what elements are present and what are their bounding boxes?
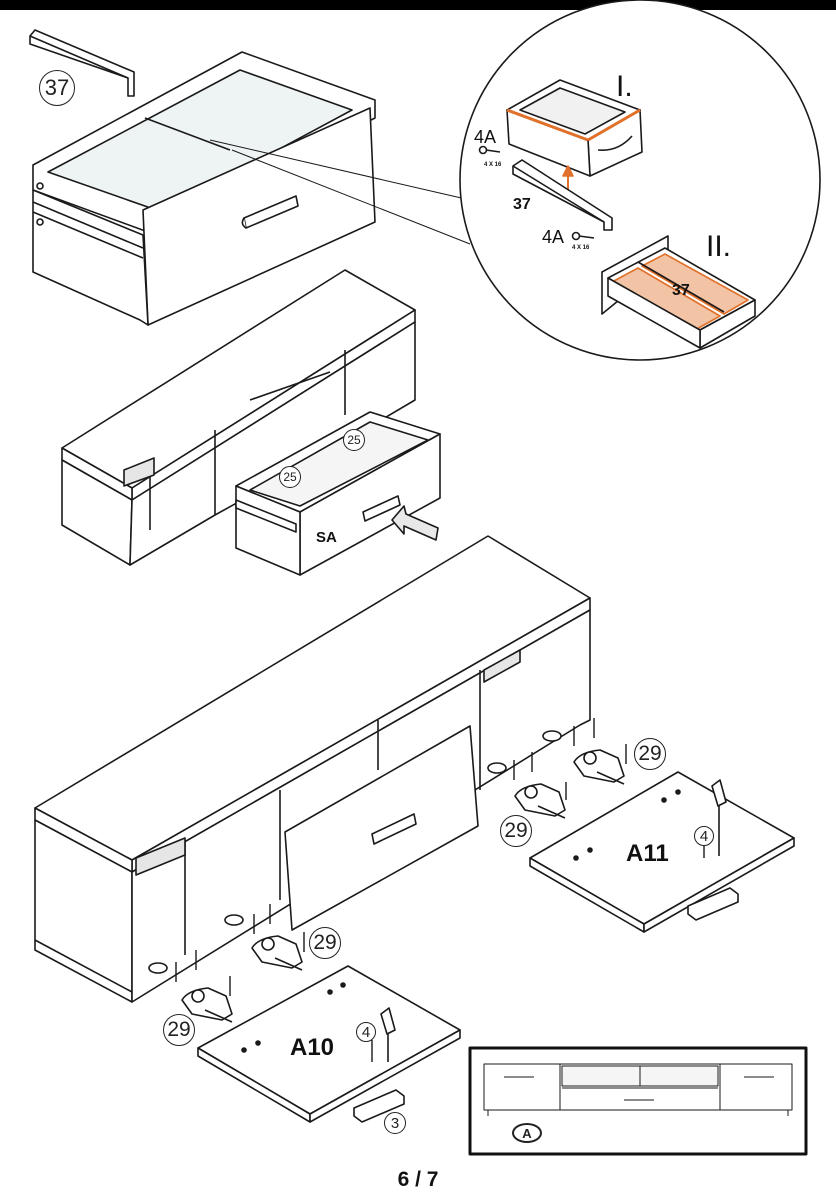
- handle-3-drawing: [353, 1089, 405, 1123]
- drawer-sa-label: SA: [316, 529, 337, 546]
- part-4-callout-right: 4: [694, 826, 714, 846]
- handle-right-drawing: [687, 887, 739, 921]
- drawer-box-drawing: [32, 51, 376, 326]
- variant-a-label: A: [522, 1125, 532, 1141]
- door-a11-label: A11: [626, 840, 669, 867]
- part-29-label-left-bottom: 29: [167, 1018, 191, 1041]
- variant-a-callout: A: [512, 1123, 542, 1143]
- step-two-label: II.: [706, 230, 732, 263]
- detail-drawer-one: [506, 79, 643, 177]
- part-25-callout-upper: 25: [343, 429, 365, 451]
- hinge-mid-drawing: [251, 935, 303, 971]
- detail-drawer-two: [601, 235, 756, 349]
- part-4-callout-left: 4: [356, 1022, 376, 1042]
- part-37-label: 37: [44, 75, 70, 100]
- screw-4a-lower-drawing: [571, 231, 595, 241]
- detail-37-label: 37: [513, 196, 531, 213]
- door-a10-drawing: [197, 965, 461, 1123]
- part-4-label-left: 4: [361, 1023, 371, 1041]
- part-25-label-lower: 25: [283, 470, 297, 484]
- part-3-label: 3: [390, 1114, 400, 1132]
- part-4-label-right: 4: [699, 827, 709, 845]
- drawer-sa-handle-drawing: [362, 495, 401, 522]
- bracket-37-drawing: [29, 29, 135, 97]
- main-cabinet-drawing: [34, 535, 591, 1003]
- detail-two-37-label: 37: [672, 282, 690, 299]
- hinge-right-upper-drawing: [573, 749, 625, 785]
- door-a10-label: A10: [290, 1034, 335, 1061]
- middle-cabinet-drawing: [61, 269, 416, 566]
- detail-bracket: [512, 159, 613, 231]
- part-29-callout-left-bottom: 29: [163, 1014, 195, 1046]
- part-25-callout-lower: 25: [279, 466, 301, 488]
- part-29-label-left-top: 29: [313, 931, 337, 954]
- part-29-callout-right-bottom: 29: [500, 815, 532, 847]
- top-border: [0, 0, 836, 10]
- part-37-callout: 37: [39, 70, 75, 106]
- push-arrow: [391, 505, 439, 541]
- door-a11-drawing: [529, 771, 795, 933]
- hinge-left-drawing: [181, 987, 233, 1023]
- screw-4a-upper-drawing: [478, 145, 501, 155]
- hinge-right-lower-drawing: [514, 783, 566, 819]
- part-29-callout-left-top: 29: [309, 927, 341, 959]
- screw-4a-upper-label: 4A: [474, 127, 497, 147]
- page-number: 6 / 7: [397, 1168, 439, 1191]
- part-29-label-right-bottom: 29: [504, 819, 528, 842]
- part-3-callout: 3: [384, 1112, 406, 1134]
- screwdriver-right-drawing: [711, 779, 727, 856]
- main-drawer-handle-drawing: [371, 813, 417, 845]
- drawer-handle-drawing: [241, 195, 299, 229]
- part-29-callout-right-top: 29: [634, 738, 666, 770]
- screwdriver-left-drawing: [380, 1007, 396, 1062]
- part-25-label-upper: 25: [347, 433, 361, 447]
- step-one-label: I.: [616, 70, 633, 103]
- screw-size-lower-label: 4 X 16: [572, 245, 590, 251]
- part-29-label-right-top: 29: [638, 742, 662, 765]
- screw-size-upper-label: 4 X 16: [484, 162, 502, 168]
- screw-4a-lower-label: 4A: [542, 227, 565, 247]
